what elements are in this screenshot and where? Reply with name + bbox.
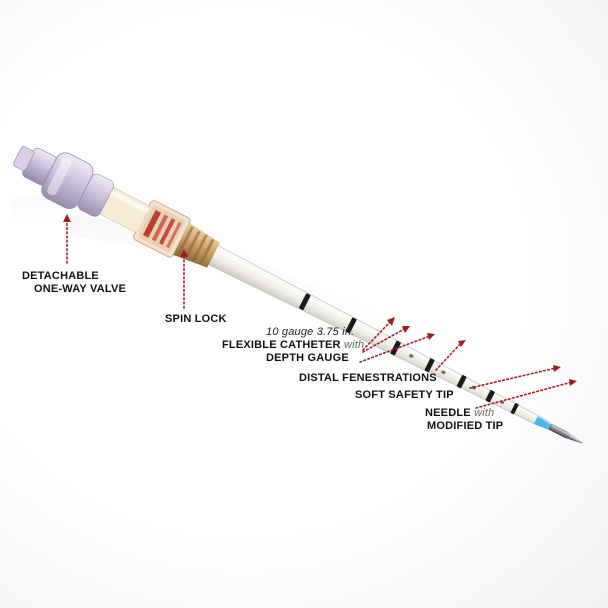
leader-arrowheads — [63, 214, 577, 386]
catheter-main: FLEXIBLE CATHETER — [222, 339, 341, 351]
safety-tip-label: SOFT SAFETY TIP — [355, 389, 454, 401]
spin-lock — [133, 200, 220, 268]
catheter-label: 10 gauge 3.75 in. FLEXIBLE CATHETER with… — [222, 326, 366, 365]
safety-tip-leader — [469, 367, 557, 389]
needle-main: NEEDLE — [425, 407, 471, 419]
valve-label-line1: DETACHABLE — [22, 270, 99, 282]
leader-lines — [66, 218, 573, 409]
fenestrations-label: DISTAL FENESTRATIONS — [299, 372, 437, 384]
catheter-with: with — [343, 339, 365, 351]
catheter-leader-b — [362, 327, 407, 353]
fenestration-leader — [435, 341, 463, 371]
needle-leader — [475, 381, 573, 409]
one-way-valve — [13, 146, 114, 217]
needle-label: NEEDLE with MODIFIED TIP — [407, 407, 511, 433]
needle-modified-tip — [548, 423, 583, 444]
depth-gauge-leader — [359, 335, 431, 363]
catheter-leader-a — [362, 319, 393, 351]
catheter-depth-gauge: DEPTH GAUGE — [266, 352, 349, 364]
catheter-spec: 10 gauge 3.75 in. — [266, 326, 355, 338]
soft-safety-tip — [533, 415, 552, 430]
needle-modified-tip-label: MODIFIED TIP — [427, 420, 504, 432]
valve-label-line2: ONE-WAY VALVE — [34, 283, 127, 295]
spin-lock-label: SPIN LOCK — [165, 313, 227, 325]
depth-gauge-marks — [299, 293, 519, 415]
valve-label: DETACHABLE ONE-WAY VALVE — [22, 270, 126, 296]
needle-with: with — [474, 407, 495, 419]
